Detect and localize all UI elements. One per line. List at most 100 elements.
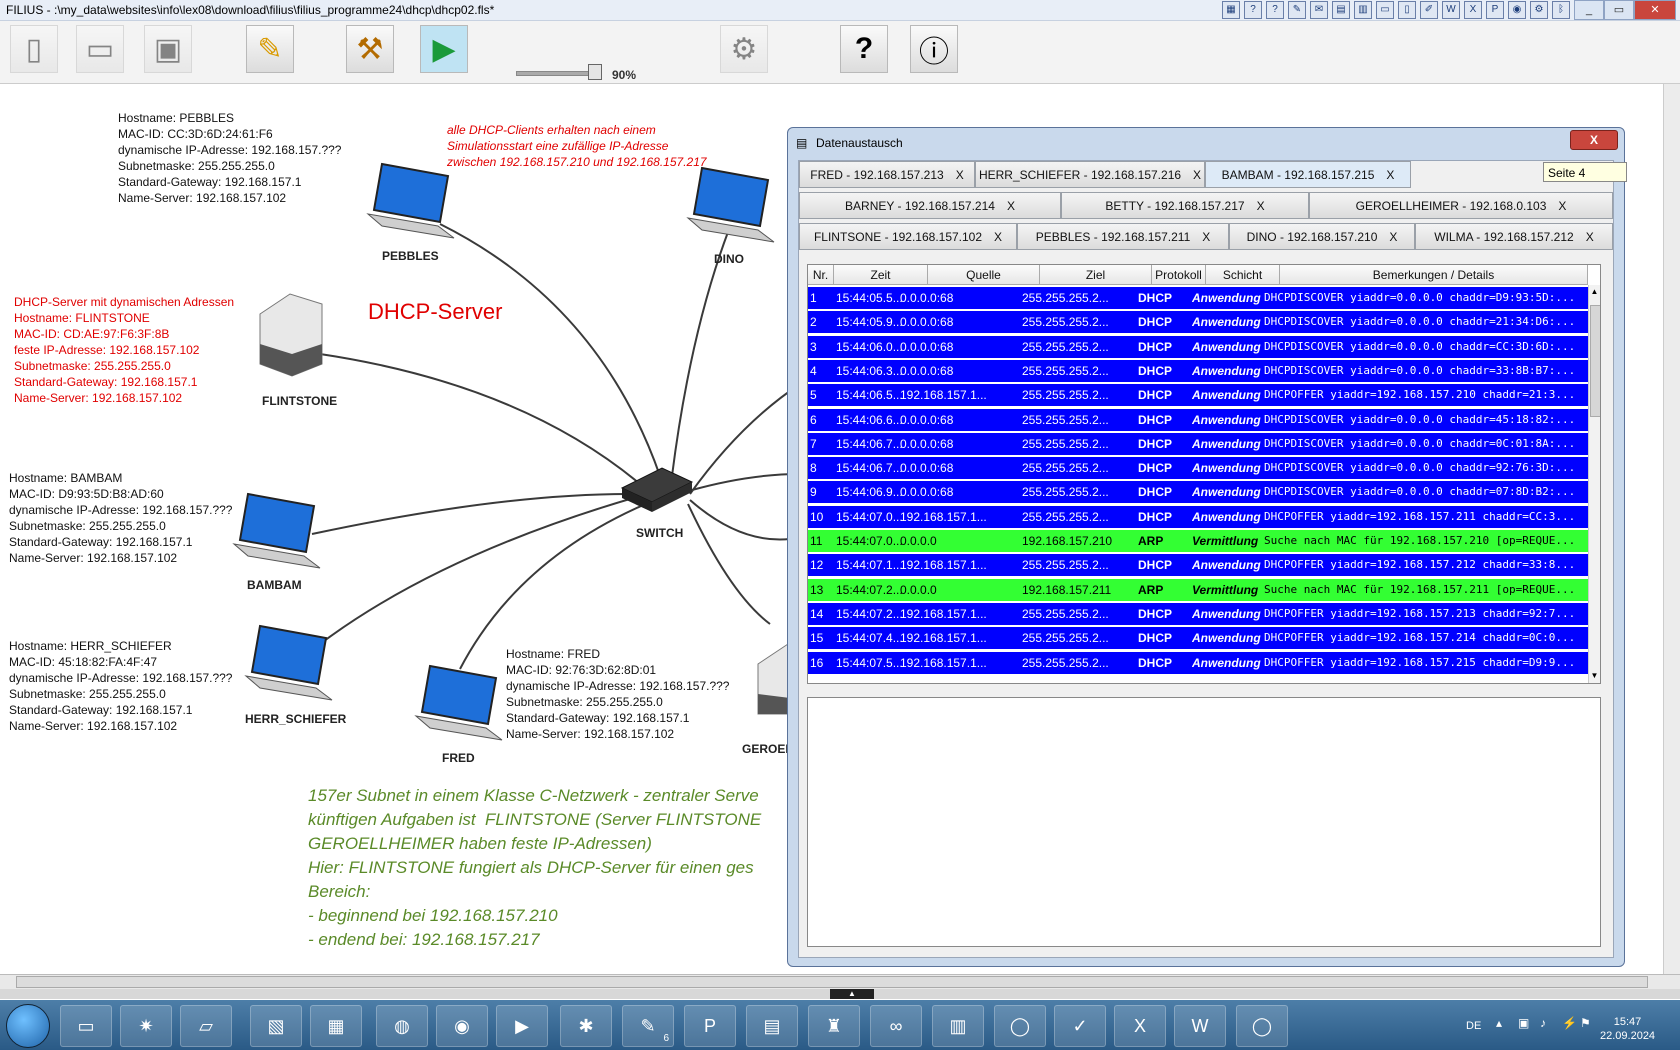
app-icon[interactable]: ▦ — [1222, 1, 1240, 19]
save-button[interactable]: ▣ — [144, 25, 192, 73]
help-icon[interactable]: ? — [1266, 1, 1284, 19]
paint-icon[interactable]: ✎6 — [622, 1005, 674, 1047]
laptop-bambam-icon[interactable] — [232, 492, 321, 569]
word-taskbar-icon[interactable]: W — [1174, 1005, 1226, 1047]
col-header-nr[interactable]: Nr. — [808, 265, 834, 285]
col-header-schicht[interactable]: Schicht — [1206, 265, 1280, 285]
arduino-icon[interactable]: ∞ — [870, 1005, 922, 1047]
app-scanner-icon[interactable]: ▧ — [250, 1005, 302, 1047]
tab-close-icon[interactable]: X — [1585, 230, 1594, 244]
tab-close-icon[interactable]: X — [1256, 199, 1265, 213]
laptop-pebbles-icon[interactable] — [366, 162, 455, 239]
maximize-button[interactable]: ▭ — [1604, 0, 1634, 20]
col-header-protokoll[interactable]: Protokoll — [1152, 265, 1206, 285]
expand-up-icon[interactable]: ▲ — [830, 989, 874, 999]
notes-icon[interactable]: ✐ — [1420, 1, 1438, 19]
start-button[interactable] — [6, 1004, 50, 1048]
tab-close-icon[interactable]: X — [1193, 168, 1202, 182]
app-chart-icon[interactable]: ▤ — [746, 1005, 798, 1047]
mail-icon[interactable]: ✉ — [1310, 1, 1328, 19]
calendar-icon[interactable]: ▤ — [1332, 1, 1350, 19]
app-notes-icon[interactable]: ▱ — [180, 1005, 232, 1047]
tab-close-icon[interactable]: X — [955, 168, 964, 182]
horizontal-scroll-thumb[interactable] — [16, 976, 1648, 988]
excel-taskbar-icon[interactable]: X — [1114, 1005, 1166, 1047]
card-icon[interactable]: ▭ — [1376, 1, 1394, 19]
power-icon[interactable]: ⚡ — [1562, 1016, 1577, 1030]
col-header-quelle[interactable]: Quelle — [928, 265, 1040, 285]
clipboard-icon[interactable]: ▥ — [1354, 1, 1372, 19]
document-icon[interactable]: ▯ — [1398, 1, 1416, 19]
laptop-fred-icon[interactable] — [414, 664, 503, 741]
app-filius-icon[interactable]: ◯ — [1236, 1005, 1288, 1047]
tab-close-icon[interactable]: X — [1006, 199, 1015, 213]
app-pl-icon[interactable]: P — [684, 1005, 736, 1047]
col-header-details[interactable]: Bemerkungen / Details — [1280, 265, 1588, 285]
help-icon[interactable]: ? — [1244, 1, 1262, 19]
edit-icon[interactable]: ✎ — [1288, 1, 1306, 19]
scroll-down-icon[interactable]: ▼ — [1590, 671, 1599, 680]
flag-icon[interactable]: ⚑ — [1580, 1016, 1591, 1030]
speed-slider[interactable] — [516, 71, 598, 76]
publisher-icon[interactable]: ◉ — [1508, 1, 1526, 19]
minimize-button[interactable]: _ — [1574, 0, 1604, 20]
app-presenter-icon[interactable]: ♜ — [808, 1005, 860, 1047]
build-mode-button[interactable]: ⚒ — [346, 25, 394, 73]
canvas-vertical-scrollbar[interactable] — [1663, 84, 1680, 974]
app-check-icon[interactable]: ✓ — [1054, 1005, 1106, 1047]
word-icon[interactable]: W — [1442, 1, 1460, 19]
switch-icon[interactable] — [620, 467, 694, 512]
app-compass-icon[interactable]: ✷ — [120, 1005, 172, 1047]
tray-arrow-icon[interactable]: ▴ — [1496, 1016, 1503, 1030]
col-header-ziel[interactable]: Ziel — [1040, 265, 1152, 285]
help-button[interactable]: ? — [840, 25, 888, 73]
app-star-icon[interactable]: ✱ — [560, 1005, 612, 1047]
scroll-up-icon[interactable]: ▲ — [1590, 287, 1599, 296]
open-file-button[interactable]: ▭ — [76, 25, 124, 73]
simulation-mode-button[interactable]: ▶ — [420, 25, 468, 73]
packet-table[interactable]: Nr. Zeit Quelle Ziel Protokoll Schicht B… — [807, 264, 1601, 684]
speed-slider-handle[interactable] — [588, 64, 602, 80]
close-window-button[interactable]: ✕ — [1634, 0, 1676, 20]
powerpoint-icon[interactable]: P — [1486, 1, 1504, 19]
explorer-icon[interactable]: ▭ — [60, 1005, 112, 1047]
about-button[interactable]: ⓘ — [910, 25, 958, 73]
documentation-button[interactable]: ⚙ — [720, 25, 768, 73]
tab-close-icon[interactable]: X — [1558, 199, 1567, 213]
keyboard-language[interactable]: DE — [1466, 1020, 1482, 1032]
media-player-icon[interactable]: ▶ — [496, 1005, 548, 1047]
tab-close-icon[interactable]: X — [1386, 168, 1395, 182]
col-header-zeit[interactable]: Zeit — [834, 265, 928, 285]
tab-close-icon[interactable]: X — [994, 230, 1003, 244]
volume-icon[interactable]: ♪ — [1540, 1016, 1546, 1030]
app-globe-icon[interactable]: ◍ — [376, 1005, 428, 1047]
design-mode-button[interactable]: ✎ — [246, 25, 294, 73]
network-icon[interactable]: ▣ — [1518, 1016, 1530, 1030]
laptop-dino-icon[interactable] — [686, 166, 775, 243]
table-vertical-scrollbar[interactable]: ▲ ▼ — [1588, 285, 1600, 683]
app-book-icon[interactable]: ▥ — [932, 1005, 984, 1047]
app-ring-icon[interactable]: ◯ — [994, 1005, 1046, 1047]
table-scroll-thumb[interactable] — [1590, 305, 1600, 417]
bluetooth-icon[interactable]: ᛒ — [1552, 1, 1570, 19]
